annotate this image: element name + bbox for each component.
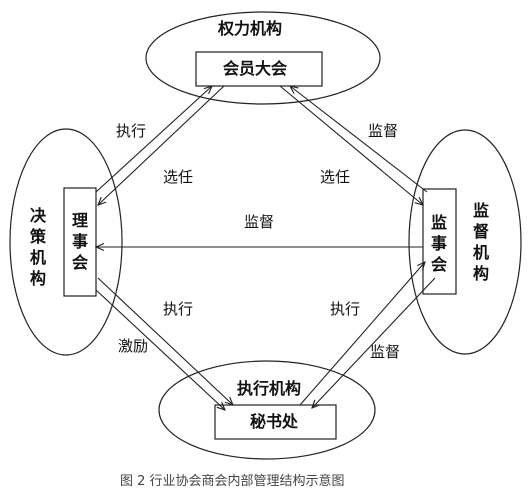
secretariat-box (214, 404, 337, 440)
edge-label-supervisory-to-secretariat: 监督 (370, 343, 401, 361)
supervision-org-label: 监督机构 (472, 201, 489, 283)
arrow-assembly-to-supervisory (279, 85, 423, 205)
arrow-secretariat-to-supervisory (299, 262, 425, 406)
executive-org-ellipse (158, 360, 376, 460)
decision-org-label: 决策机构 (29, 206, 46, 288)
edge-label-council-to-assembly: 执行 (116, 122, 147, 140)
supervisory-board-label: 监事会 (430, 213, 447, 274)
edge-label-council-to-secretariat-exec: 执行 (163, 300, 194, 318)
edge-label-supervisory-to-assembly: 监督 (368, 122, 399, 140)
assembly-box (195, 51, 323, 87)
power-org-ellipse (145, 11, 381, 105)
supervisory-board-box (422, 188, 457, 295)
council-box (63, 187, 97, 297)
arrow-assembly-to-council (98, 85, 225, 205)
edge-label-assembly-to-supervisory: 选任 (320, 168, 351, 186)
arrow-council-to-assembly (95, 86, 212, 193)
arrow-council-to-secretariat-incentive (95, 289, 225, 410)
supervision-org-ellipse (408, 129, 522, 355)
arrow-supervisory-to-assembly (290, 86, 428, 193)
edge-label-assembly-to-council: 选任 (163, 168, 194, 186)
power-org-label: 权力机构 (218, 19, 283, 38)
secretariat-label: 秘书处 (250, 412, 299, 431)
edge-label-council-to-secretariat-incentive: 激励 (118, 337, 149, 355)
arrow-supervisory-to-secretariat (312, 277, 436, 408)
council-label: 理事会 (71, 211, 88, 272)
decision-org-ellipse (9, 128, 123, 356)
edge-label-secretariat-to-supervisory: 执行 (330, 300, 361, 318)
arrow-council-to-secretariat-exec (97, 277, 233, 405)
figure-caption: 图 2 行业协会商会内部管理结构示意图 (120, 474, 345, 489)
executive-org-label: 执行机构 (237, 379, 302, 398)
assembly-label: 会员大会 (223, 59, 288, 78)
edge-label-supervisory-to-council: 监督 (244, 213, 275, 231)
